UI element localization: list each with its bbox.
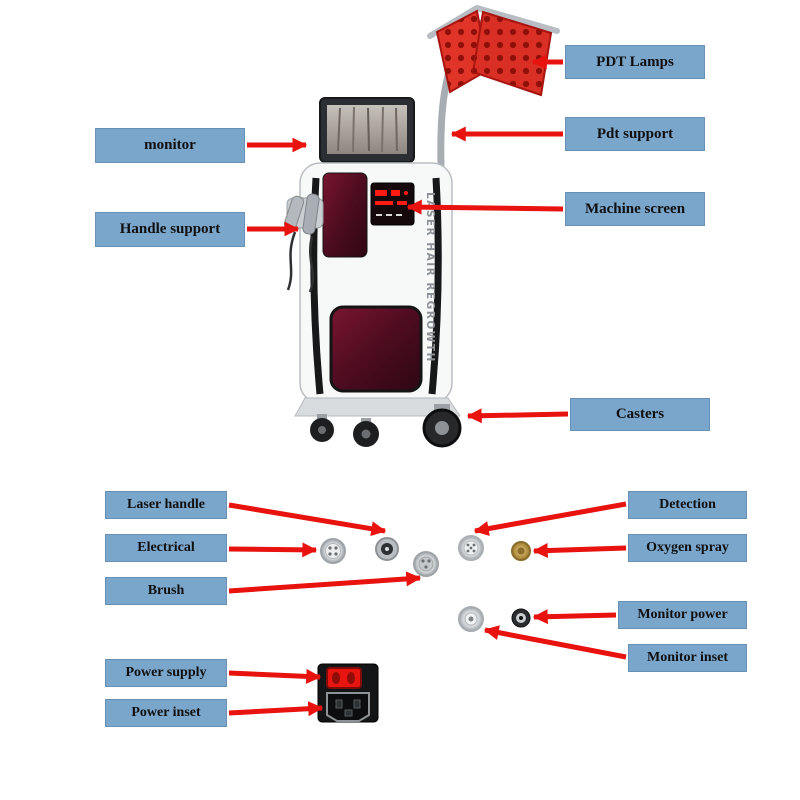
- label-pdt-support: Pdt support: [565, 117, 705, 151]
- label-laser-handle: Laser handle: [105, 491, 227, 519]
- arrow-casters: [466, 408, 569, 424]
- label-electrical: Electrical: [105, 534, 227, 562]
- label-pdt-lamps: PDT Lamps: [565, 45, 705, 79]
- machine-vertical-text: LASER HAIR REGROWTH: [424, 192, 436, 363]
- arrow-monitor-power: [532, 609, 617, 625]
- connector-laser-handle: [375, 537, 399, 561]
- pdt-lamps-illustration: [427, 5, 560, 97]
- label-casters: Casters: [570, 398, 710, 431]
- label-machine-screen: Machine screen: [565, 192, 705, 226]
- label-monitor-inset: Monitor inset: [628, 644, 747, 672]
- label-monitor-power: Monitor power: [618, 601, 747, 629]
- arrow-machine-screen: [406, 199, 564, 215]
- arrow-brush: [228, 571, 422, 594]
- arrow-monitor-inset: [483, 625, 627, 660]
- connector-brush: [413, 551, 439, 577]
- label-handle-support: Handle support: [95, 212, 245, 247]
- casters-illustration: [310, 404, 462, 448]
- arrow-laser-handle: [228, 502, 387, 537]
- label-oxygen-spray: Oxygen spray: [628, 534, 747, 562]
- label-monitor: monitor: [95, 128, 245, 163]
- handle-holster-illustration: [283, 193, 324, 293]
- connector-oxygen-spray: [511, 541, 531, 561]
- connector-monitor-inset: [458, 606, 484, 632]
- label-detection: Detection: [628, 491, 747, 519]
- arrow-power-inset: [228, 701, 324, 717]
- label-power-supply: Power supply: [105, 659, 227, 687]
- connector-electrical: [320, 538, 346, 564]
- arrow-oxygen-spray: [532, 543, 627, 559]
- arrow-electrical: [228, 542, 318, 558]
- arrow-detection: [473, 501, 627, 536]
- label-brush: Brush: [105, 577, 227, 605]
- connector-detection: [458, 535, 484, 561]
- machine-screen-illustration: [370, 182, 415, 226]
- monitor-illustration: [319, 97, 415, 164]
- label-power-inset: Power inset: [105, 699, 227, 727]
- power-module-illustration: [317, 663, 379, 723]
- arrow-power-supply: [228, 668, 322, 684]
- connector-monitor-power: [511, 608, 531, 628]
